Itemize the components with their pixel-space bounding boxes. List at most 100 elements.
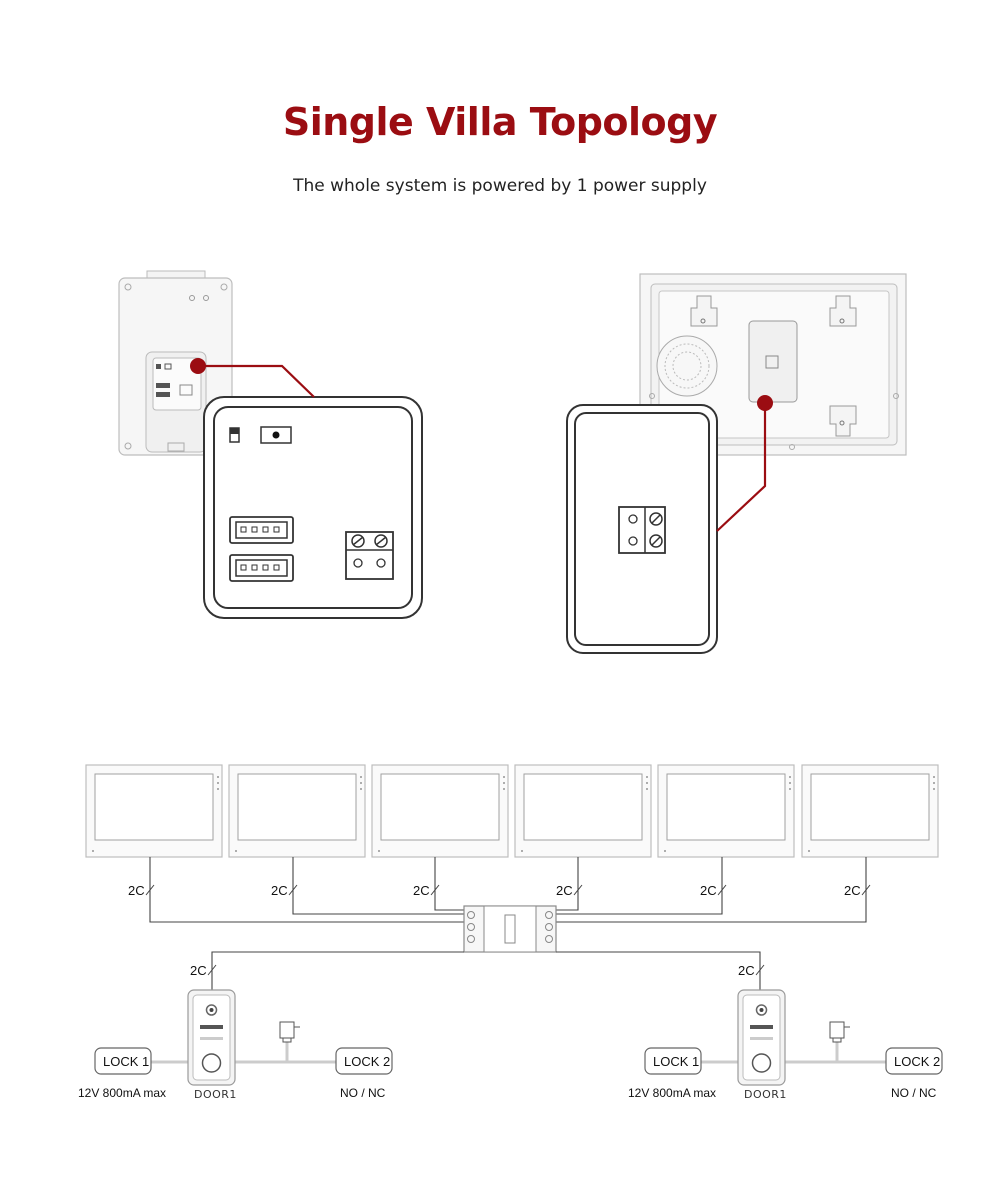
monitor-row: 2C 2C 2C 2C 2C 2C	[85, 764, 939, 923]
monitor-screen	[666, 773, 786, 841]
lock1-spec: 12V 800mA max	[628, 1086, 716, 1100]
monitor-mic	[92, 850, 94, 852]
power-plug-icon	[829, 1021, 845, 1039]
monitor-led	[933, 788, 935, 790]
power-plug-base	[282, 1037, 292, 1043]
lock2-label: LOCK 2	[344, 1054, 390, 1069]
monitor-screen	[94, 773, 214, 841]
zoom-connector-1	[229, 516, 294, 544]
monitor-screen	[810, 773, 930, 841]
cable-slash	[755, 964, 765, 976]
door-station-2: 2C DOOR1 LOCK 1 12V 800mA max LOCK 2 NO / NC	[556, 951, 943, 1101]
camera-lens	[209, 1008, 214, 1012]
lock1-label: LOCK 1	[653, 1054, 699, 1069]
indoor-monitor-2: 2C	[228, 764, 464, 915]
call-button	[751, 1053, 772, 1073]
zoom-terminal-block	[345, 531, 394, 580]
monitor-led	[503, 782, 505, 784]
indoor-monitor-3: 2C	[371, 764, 509, 911]
monitor-mic	[808, 850, 810, 852]
lock2-spec: NO / NC	[340, 1086, 386, 1100]
monitor-led	[933, 782, 935, 784]
lock2-label: LOCK 2	[894, 1054, 940, 1069]
monitor-screen	[237, 773, 357, 841]
monitor-led	[360, 776, 362, 778]
indoor-monitor-6: 2C	[556, 764, 939, 923]
lock2-spec: NO / NC	[891, 1086, 937, 1100]
monitor-cable	[149, 857, 464, 923]
monitor-cable	[292, 857, 464, 915]
page-subtitle: The whole system is powered by 1 power s…	[293, 176, 707, 196]
cable-label: 2C	[738, 963, 755, 978]
power-plug-base	[832, 1037, 842, 1043]
monitor-cable	[556, 857, 579, 911]
monitor-led	[789, 788, 791, 790]
monitor-led	[217, 782, 219, 784]
lock1-box	[644, 1047, 702, 1075]
door-name: DOOR1	[194, 1088, 237, 1101]
monitor-led	[646, 788, 648, 790]
door-station-1: 2C DOOR1 LOCK 1 12V 800mA max LOCK 2 NO / NC	[78, 951, 464, 1101]
door-cable	[556, 951, 761, 990]
cable-slash	[288, 884, 298, 896]
callout-line-right	[716, 395, 773, 532]
lock2-box	[335, 1047, 393, 1075]
indoor-monitor-1: 2C	[85, 764, 464, 923]
cable-label: 2C	[700, 883, 717, 898]
cable-label: 2C	[271, 883, 288, 898]
cable-label: 2C	[190, 963, 207, 978]
door-name: DOOR1	[744, 1088, 787, 1101]
outdoor-station-back	[118, 270, 233, 456]
monitor-led	[933, 776, 935, 778]
monitor-led	[217, 776, 219, 778]
outdoor-station-zoom	[203, 396, 423, 619]
callout-line-left	[190, 358, 315, 398]
indoor-monitor-5: 2C	[556, 764, 795, 915]
name-plate	[750, 1037, 773, 1040]
monitor-mic	[664, 850, 666, 852]
monitor-led	[503, 776, 505, 778]
camera-lens	[759, 1008, 764, 1012]
cable-label: 2C	[128, 883, 145, 898]
cable-label: 2C	[556, 883, 573, 898]
monitor-cable	[556, 857, 867, 923]
monitor-led	[789, 782, 791, 784]
monitor-screen	[523, 773, 643, 841]
cable-label: 2C	[413, 883, 430, 898]
zoom-connector-2	[229, 554, 294, 582]
monitor-led	[503, 788, 505, 790]
distributor	[463, 905, 557, 953]
monitor-cable	[434, 857, 464, 911]
call-button	[201, 1053, 222, 1073]
monitor-screen	[380, 773, 500, 841]
lock1-label: LOCK 1	[103, 1054, 149, 1069]
cable-slash	[717, 884, 727, 896]
monitor-mic	[378, 850, 380, 852]
cable-slash	[145, 884, 155, 896]
lock1-spec: 12V 800mA max	[78, 1086, 166, 1100]
indoor-monitor-zoom	[566, 404, 718, 654]
monitor-cable	[556, 857, 723, 915]
page-title: Single Villa Topology	[282, 100, 718, 144]
monitor-led	[646, 782, 648, 784]
monitor-led	[217, 788, 219, 790]
lock1-box	[94, 1047, 152, 1075]
cable-slash	[573, 884, 583, 896]
cable-slash	[430, 884, 440, 896]
indoor-monitor-back	[639, 273, 907, 456]
lock2-box	[885, 1047, 943, 1075]
speaker-grille	[750, 1025, 773, 1029]
speaker-grille	[200, 1025, 223, 1029]
cable-slash	[207, 964, 217, 976]
monitor-led	[646, 776, 648, 778]
power-plug-icon	[279, 1021, 295, 1039]
cable-label: 2C	[844, 883, 861, 898]
indoor-monitor-4: 2C	[514, 764, 652, 911]
monitor-mic	[521, 850, 523, 852]
monitor-led	[789, 776, 791, 778]
monitor-led	[360, 788, 362, 790]
monitor-mic	[235, 850, 237, 852]
monitor-led	[360, 782, 362, 784]
